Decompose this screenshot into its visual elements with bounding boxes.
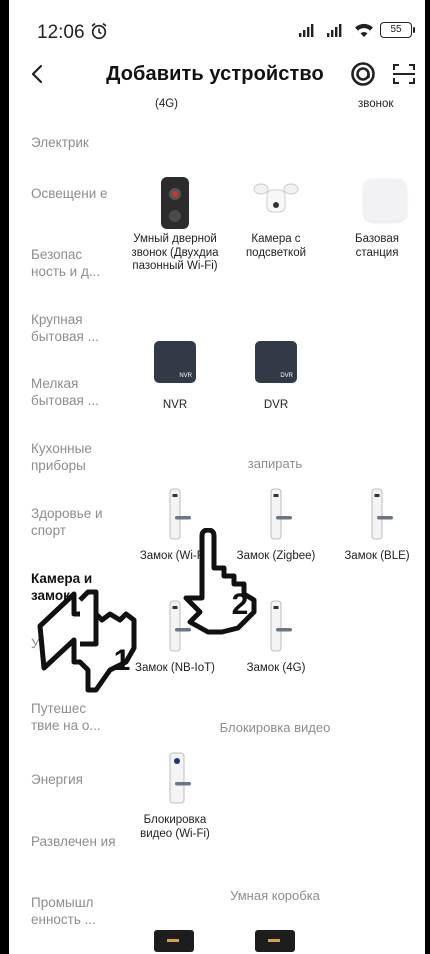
device-label: DVR [263,399,289,411]
section-title-locks: запирать [247,456,303,471]
signal-icon [327,24,342,37]
device-smart-doorbell[interactable]: Умный дверной звонок (Двухдиа пазонный W… [130,173,220,323]
alarm-icon [91,22,107,40]
device-label: Замок (NB-IoT) [135,662,215,674]
door-lock-icon [270,488,292,540]
sidebar-item-energy[interactable]: Энергия [31,772,83,787]
cut-off-label: (4G) [155,98,178,110]
section-title-smart-box: Умная коробка [230,888,320,903]
section-title-video-lock: Блокировка видео [219,720,331,735]
device-video-lock-wifi[interactable]: Блокировка видео (Wi-Fi) [130,752,220,872]
status-bar: 12:06 55 [0,0,430,56]
device-base-station[interactable]: Базовая станция [332,173,422,259]
floodlight-camera-icon [253,183,299,213]
sidebar-item-large-appliances[interactable]: Крупная бытовая ... [31,312,99,344]
door-lock-icon [371,488,393,540]
device-nvr[interactable]: NVR NVR [130,341,220,411]
sidebar-item-industry[interactable]: Промышл енность ... [31,895,96,927]
sidebar-item-health[interactable]: Здоровье и спорт [31,506,103,538]
device-lock-ble[interactable]: Замок (BLE) [332,488,422,588]
category-sidebar: Электрик Освещени е Безопас ность и д...… [0,100,120,954]
signal-icon [299,24,314,37]
doorbell-icon [161,177,189,229]
device-label: Замок (Zigbee) [236,550,316,562]
device-label: Камера с подсветкой [245,233,307,259]
device-lock-zigbee[interactable]: Замок (Zigbee) [231,488,321,588]
dvr-icon: DVR [255,341,297,383]
smart-box-icon[interactable] [255,930,295,952]
device-label: Замок (Wi-Fi) [139,550,211,562]
door-lock-icon [169,600,191,652]
sidebar-item-control[interactable]: Управ ле... [31,636,99,651]
sidebar-item-security[interactable]: Безопас ность и д... [31,247,101,279]
back-arrow-icon[interactable] [26,62,50,86]
sidebar-item-small-appliances[interactable]: Мелкая бытовая ... [31,376,99,408]
device-dvr[interactable]: DVR DVR [231,341,321,411]
sidebar-item-kitchen[interactable]: Кухонные приборы [31,441,92,473]
device-label: Замок (4G) [246,662,306,674]
device-label: Замок (BLE) [344,550,410,562]
door-lock-icon [270,600,292,652]
page-title: Добавить устройство [106,63,324,85]
sidebar-item-lighting[interactable]: Освещени е [31,186,108,201]
smart-box-icon[interactable] [154,930,194,952]
sidebar-item-entertainment[interactable]: Развлечен ия [31,834,116,849]
device-label: Умный дверной звонок (Двухдиа пазонный W… [131,233,219,272]
device-floodlight-camera[interactable]: Камера с подсветкой [231,173,321,259]
cut-off-label: звонок [358,98,394,110]
device-lock-nbiot[interactable]: Замок (NB-IoT) [130,600,220,700]
nvr-icon: NVR [154,341,196,383]
device-label: NVR [162,399,188,411]
sidebar-item-travel[interactable]: Путешес твие на о... [31,701,101,733]
device-label: Базовая станция [355,233,399,259]
base-station-icon [364,179,406,221]
status-time: 12:06 [37,22,85,43]
qr-scan-icon[interactable] [392,62,416,86]
device-label: Блокировка видео (Wi-Fi) [140,814,210,840]
sidebar-item-camera-lock[interactable]: Камера и замок [31,571,93,603]
door-lock-icon [169,488,191,540]
auto-scan-icon[interactable] [350,61,376,87]
device-lock-4g[interactable]: Замок (4G) [231,600,321,700]
device-lock-wifi[interactable]: Замок (Wi-Fi) [130,488,220,588]
app-header: Добавить устройство [0,50,430,100]
battery-icon: 55 [380,22,415,38]
video-lock-icon [169,752,191,804]
wifi-icon [355,23,373,37]
sidebar-item-electric[interactable]: Электрик [31,135,89,150]
status-right: 55 [298,22,415,38]
device-grid: (4G) звонок Умный дверной звонок (Двухди… [120,98,430,954]
